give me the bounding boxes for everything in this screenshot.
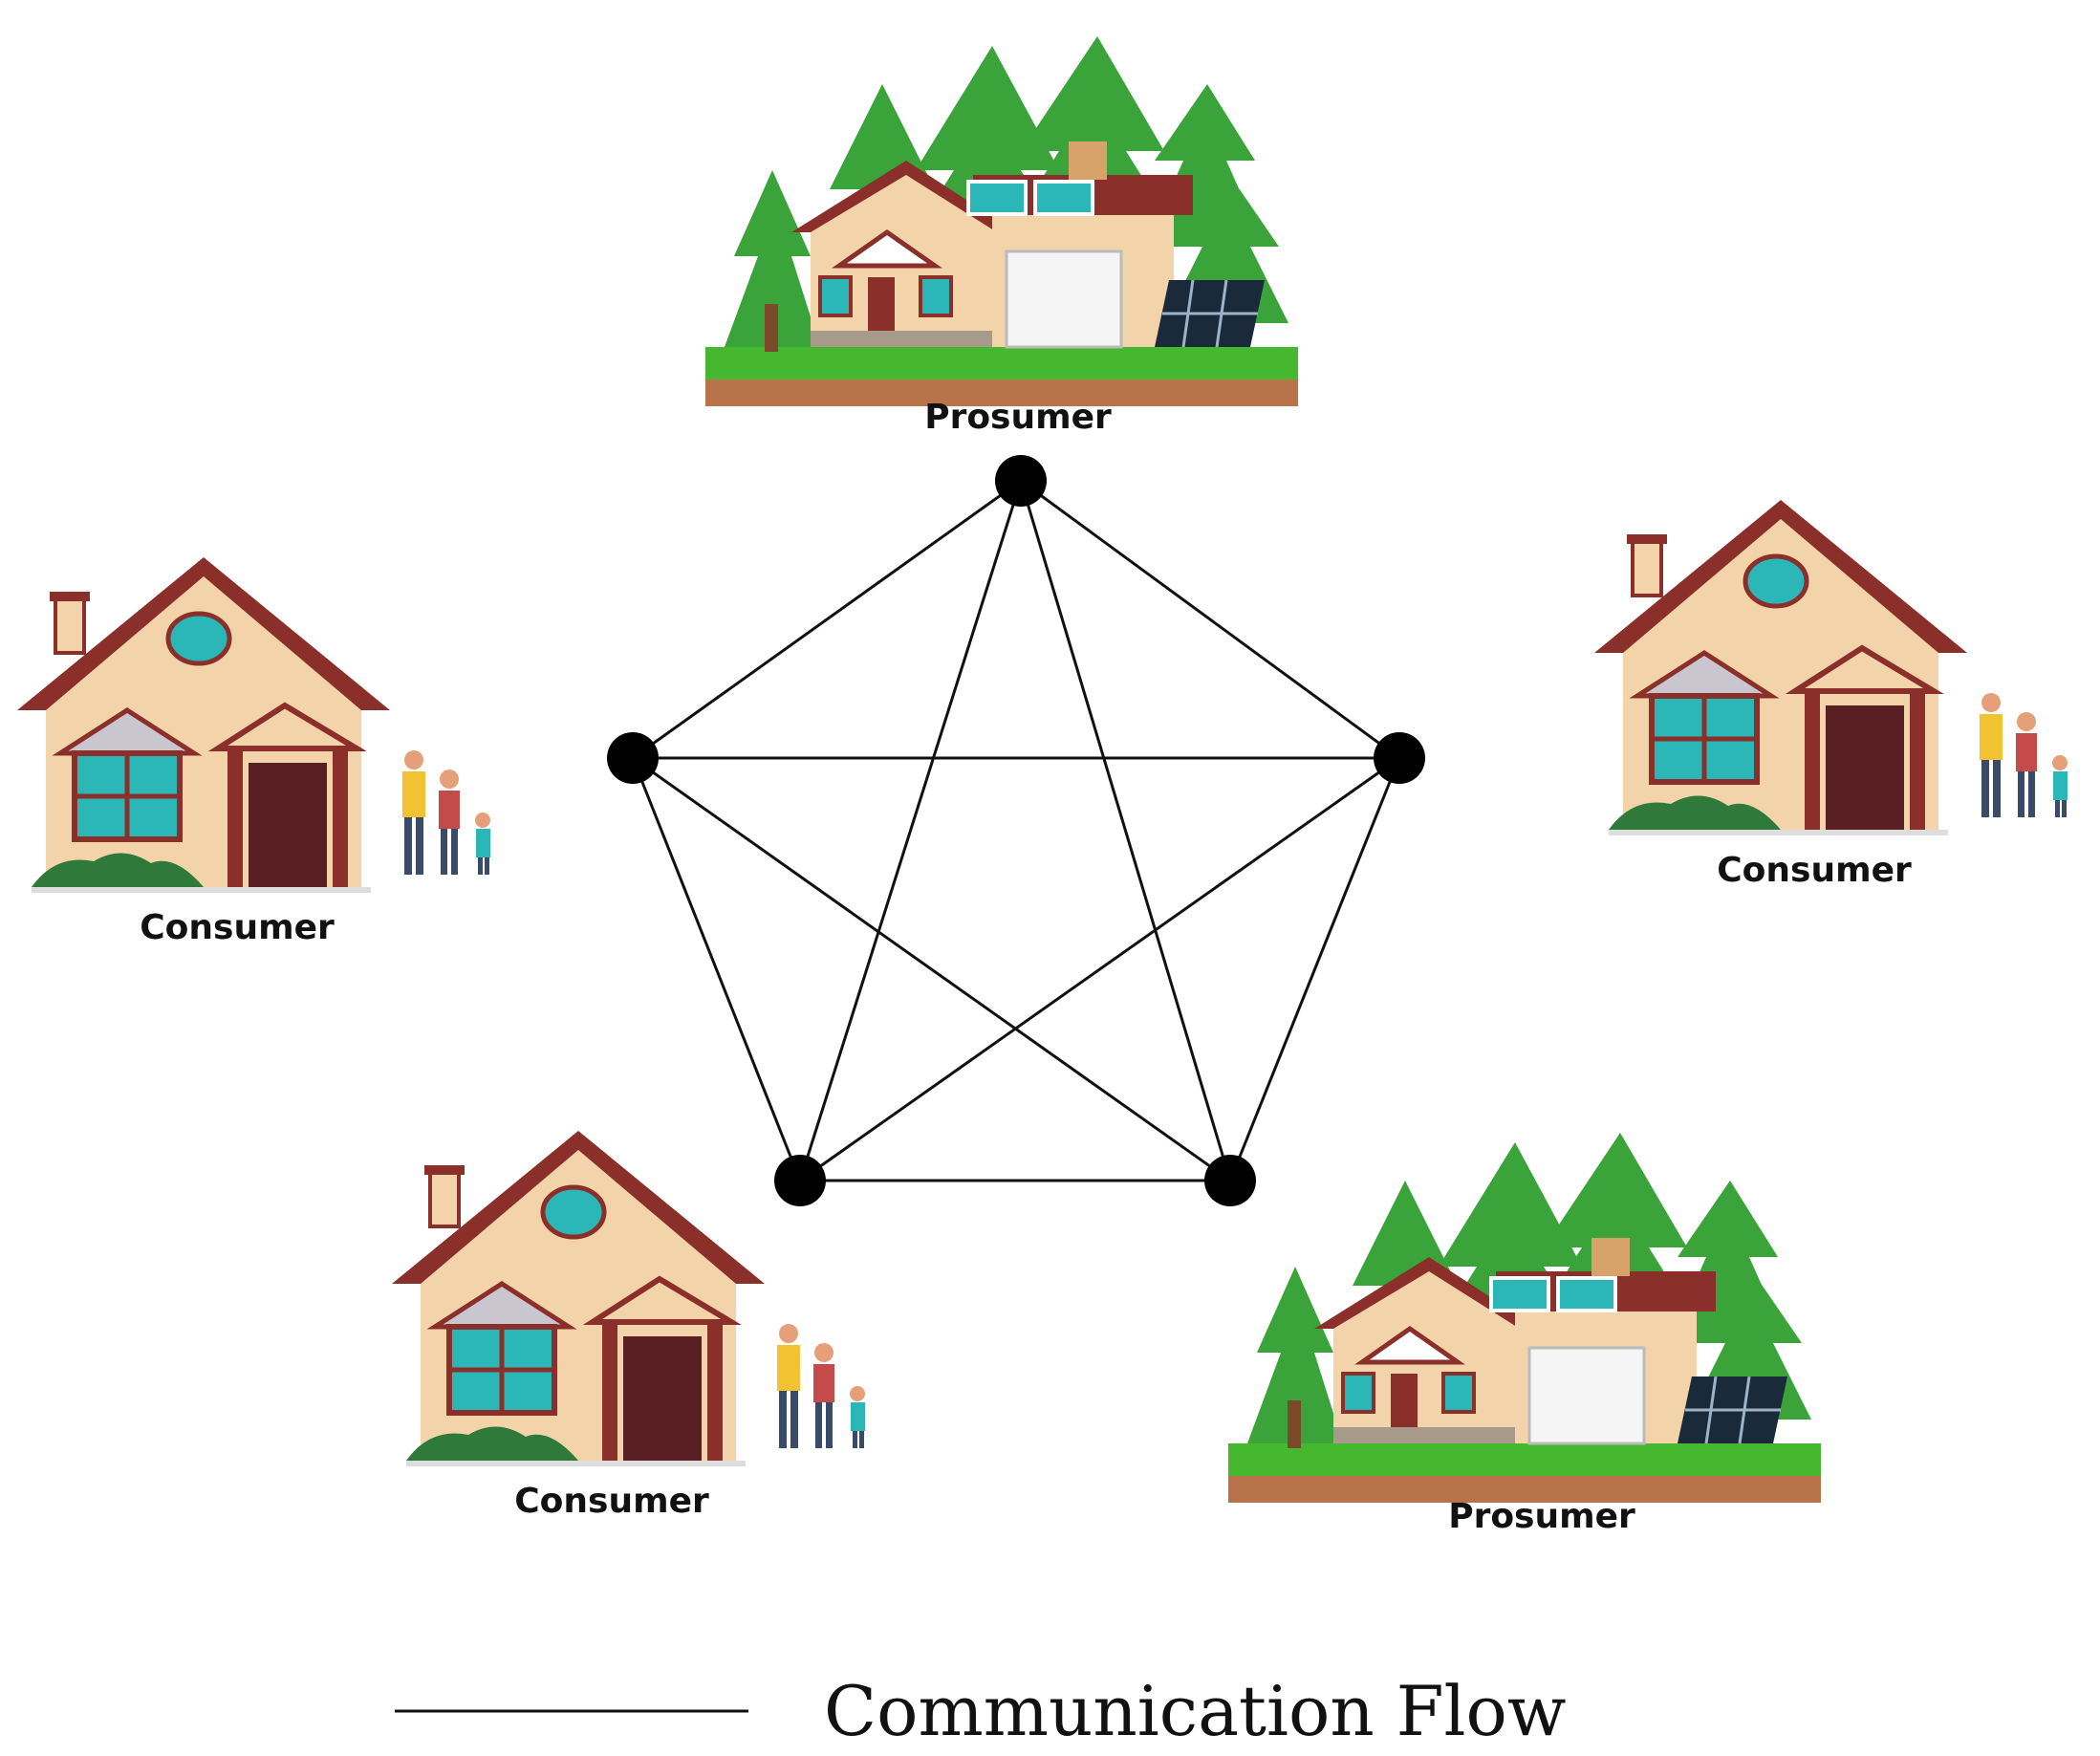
prosumer-house-bottom-right xyxy=(1228,1133,1821,1503)
node-bottom-right xyxy=(1204,1155,1256,1206)
label-bottom-right: Prosumer xyxy=(1448,1497,1635,1536)
legend: Communication Flow xyxy=(395,1671,1567,1751)
node-bottom-left xyxy=(774,1155,826,1206)
edge-right-to-bottom-right xyxy=(1228,757,1401,1182)
node-left xyxy=(607,732,659,784)
consumer-house-left xyxy=(17,557,490,893)
edge-left-to-bottom-left xyxy=(631,757,802,1182)
legend-label: Communication Flow xyxy=(824,1671,1567,1751)
label-bottom-left: Consumer xyxy=(514,1482,709,1521)
label-left: Consumer xyxy=(140,908,335,947)
edge-top-to-right xyxy=(1020,479,1400,760)
edge-left-to-bottom-right xyxy=(632,756,1231,1182)
node-top xyxy=(995,455,1047,507)
edge-top-to-left xyxy=(632,479,1022,760)
prosumer-house-top xyxy=(705,36,1298,406)
label-top: Prosumer xyxy=(924,398,1112,437)
consumer-house-right xyxy=(1594,500,2068,835)
label-right: Consumer xyxy=(1717,851,1912,890)
edge-top-to-bottom-left xyxy=(798,480,1023,1182)
network-nodes xyxy=(607,455,1425,1206)
node-right xyxy=(1374,732,1425,784)
edge-top-to-bottom-right xyxy=(1019,480,1232,1182)
edge-right-to-bottom-left xyxy=(799,756,1400,1182)
communication-edges xyxy=(631,479,1401,1182)
